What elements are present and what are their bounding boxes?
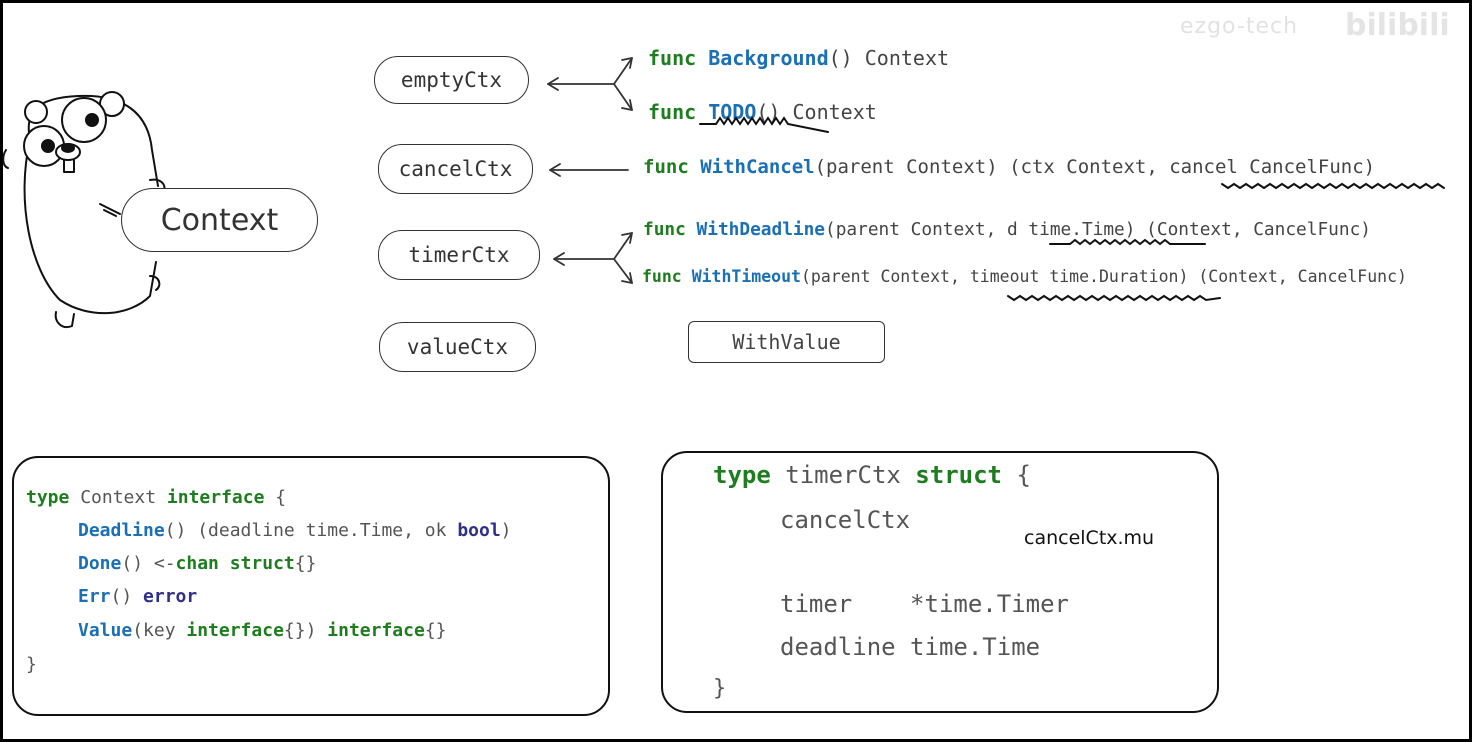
field-deadline: deadline time.Time xyxy=(780,633,1041,661)
func-keyword: func xyxy=(648,46,697,70)
open-brace: { xyxy=(264,487,287,508)
error-type: error xyxy=(143,586,198,607)
method-mid: {}) xyxy=(283,620,328,641)
value-ctx-node: valueCtx xyxy=(379,322,536,372)
space xyxy=(219,553,230,574)
code-line-err: Err() error xyxy=(78,586,197,607)
open-brace: { xyxy=(1002,461,1031,489)
func-signature: (parent Context, timeout time.Duration) … xyxy=(800,267,1407,286)
interface-keyword: interface xyxy=(166,487,265,508)
func-name: WithDeadline xyxy=(696,219,826,240)
code-line-deadline: Deadline() (deadline time.Time, ok bool) xyxy=(78,520,512,541)
func-signature: (parent Context) (ctx Context, cancel Ca… xyxy=(814,156,1376,178)
struct-keyword: struct xyxy=(229,553,295,574)
code-line-value: Value(key interface{}) interface{} xyxy=(78,620,447,641)
func-keyword: func xyxy=(648,100,697,124)
method-args: () <- xyxy=(121,553,176,574)
method-name: Value xyxy=(78,620,133,641)
close-brace: } xyxy=(713,676,727,701)
func-todo: func TODO() Context xyxy=(648,100,877,124)
with-value-box: WithValue xyxy=(688,321,885,363)
method-name: Deadline xyxy=(78,520,165,541)
func-with-deadline: func WithDeadline(parent Context, d time… xyxy=(643,219,1371,240)
func-signature: (parent Context, d time.Time) (Context, … xyxy=(825,219,1371,240)
bilibili-logo: bilibili xyxy=(1345,8,1450,43)
method-end: {} xyxy=(424,620,447,641)
field-cancel-ctx: cancelCtx xyxy=(780,506,911,534)
func-keyword: func xyxy=(643,156,689,178)
gopher-mascot-icon xyxy=(2,91,166,328)
context-node: Context xyxy=(121,188,318,252)
method-args: (key xyxy=(132,620,187,641)
watermark-text: ezgo-tech xyxy=(1180,14,1299,39)
method-args: () (deadline time.Time, ok xyxy=(164,520,458,541)
timer-struct-box xyxy=(661,451,1219,713)
func-background: func Background() Context xyxy=(648,46,949,70)
struct-keyword: struct xyxy=(915,461,1002,489)
timer-ctx-node: timerCtx xyxy=(378,230,540,280)
struct-name: timerCtx xyxy=(770,461,916,489)
func-keyword: func xyxy=(643,219,686,240)
type-keyword: type xyxy=(26,487,70,508)
func-name: WithTimeout xyxy=(691,267,801,286)
empty-ctx-node: emptyCtx xyxy=(374,56,529,104)
code-line-type: type Context interface { xyxy=(26,487,286,508)
func-signature: () Context xyxy=(828,46,950,70)
method-name: Done xyxy=(78,553,122,574)
interface-keyword: interface xyxy=(327,620,425,641)
func-name: WithCancel xyxy=(700,156,815,178)
func-with-cancel: func WithCancel(parent Context) (ctx Con… xyxy=(643,156,1375,178)
interface-keyword: interface xyxy=(186,620,284,641)
func-keyword: func xyxy=(642,267,682,286)
type-name: Context xyxy=(69,487,167,508)
field-timer: timer *time.Timer xyxy=(780,590,1069,618)
method-end: {} xyxy=(294,553,317,574)
func-name: Background xyxy=(708,46,829,70)
close-brace: } xyxy=(26,654,37,675)
bool-type: bool xyxy=(457,520,501,541)
method-args: () xyxy=(110,586,144,607)
struct-header: type timerCtx struct { xyxy=(713,461,1031,489)
cancel-ctx-node: cancelCtx xyxy=(378,144,533,194)
type-keyword: type xyxy=(713,461,771,489)
handwritten-note: cancelCtx.mu xyxy=(1024,527,1155,549)
chan-keyword: chan xyxy=(175,553,219,574)
method-name: Err xyxy=(78,586,111,607)
func-with-timeout: func WithTimeout(parent Context, timeout… xyxy=(642,267,1407,286)
method-end: ) xyxy=(500,520,512,541)
func-name: TODO xyxy=(708,100,757,124)
context-interface-box xyxy=(12,456,610,716)
code-line-done: Done() <-chan struct{} xyxy=(78,553,316,574)
